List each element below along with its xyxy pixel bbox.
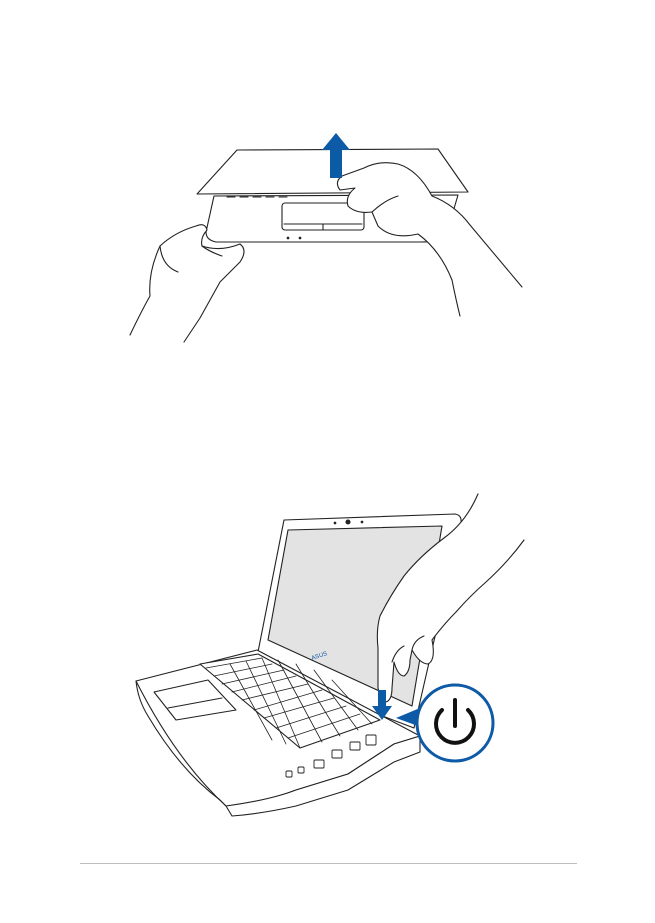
power-icon: [415, 683, 495, 763]
lift-lid-drawing: [129, 133, 523, 343]
footer-divider: [80, 863, 577, 864]
press-power-drawing: ASUS: [135, 493, 525, 817]
press-power-illustration: ASUS: [0, 470, 655, 830]
up-arrow-icon: [322, 133, 350, 178]
callout-pointer: [396, 708, 420, 726]
down-arrow-icon: [372, 690, 392, 720]
brand-logo: ASUS: [311, 651, 328, 662]
lift-lid-illustration: [0, 100, 655, 360]
